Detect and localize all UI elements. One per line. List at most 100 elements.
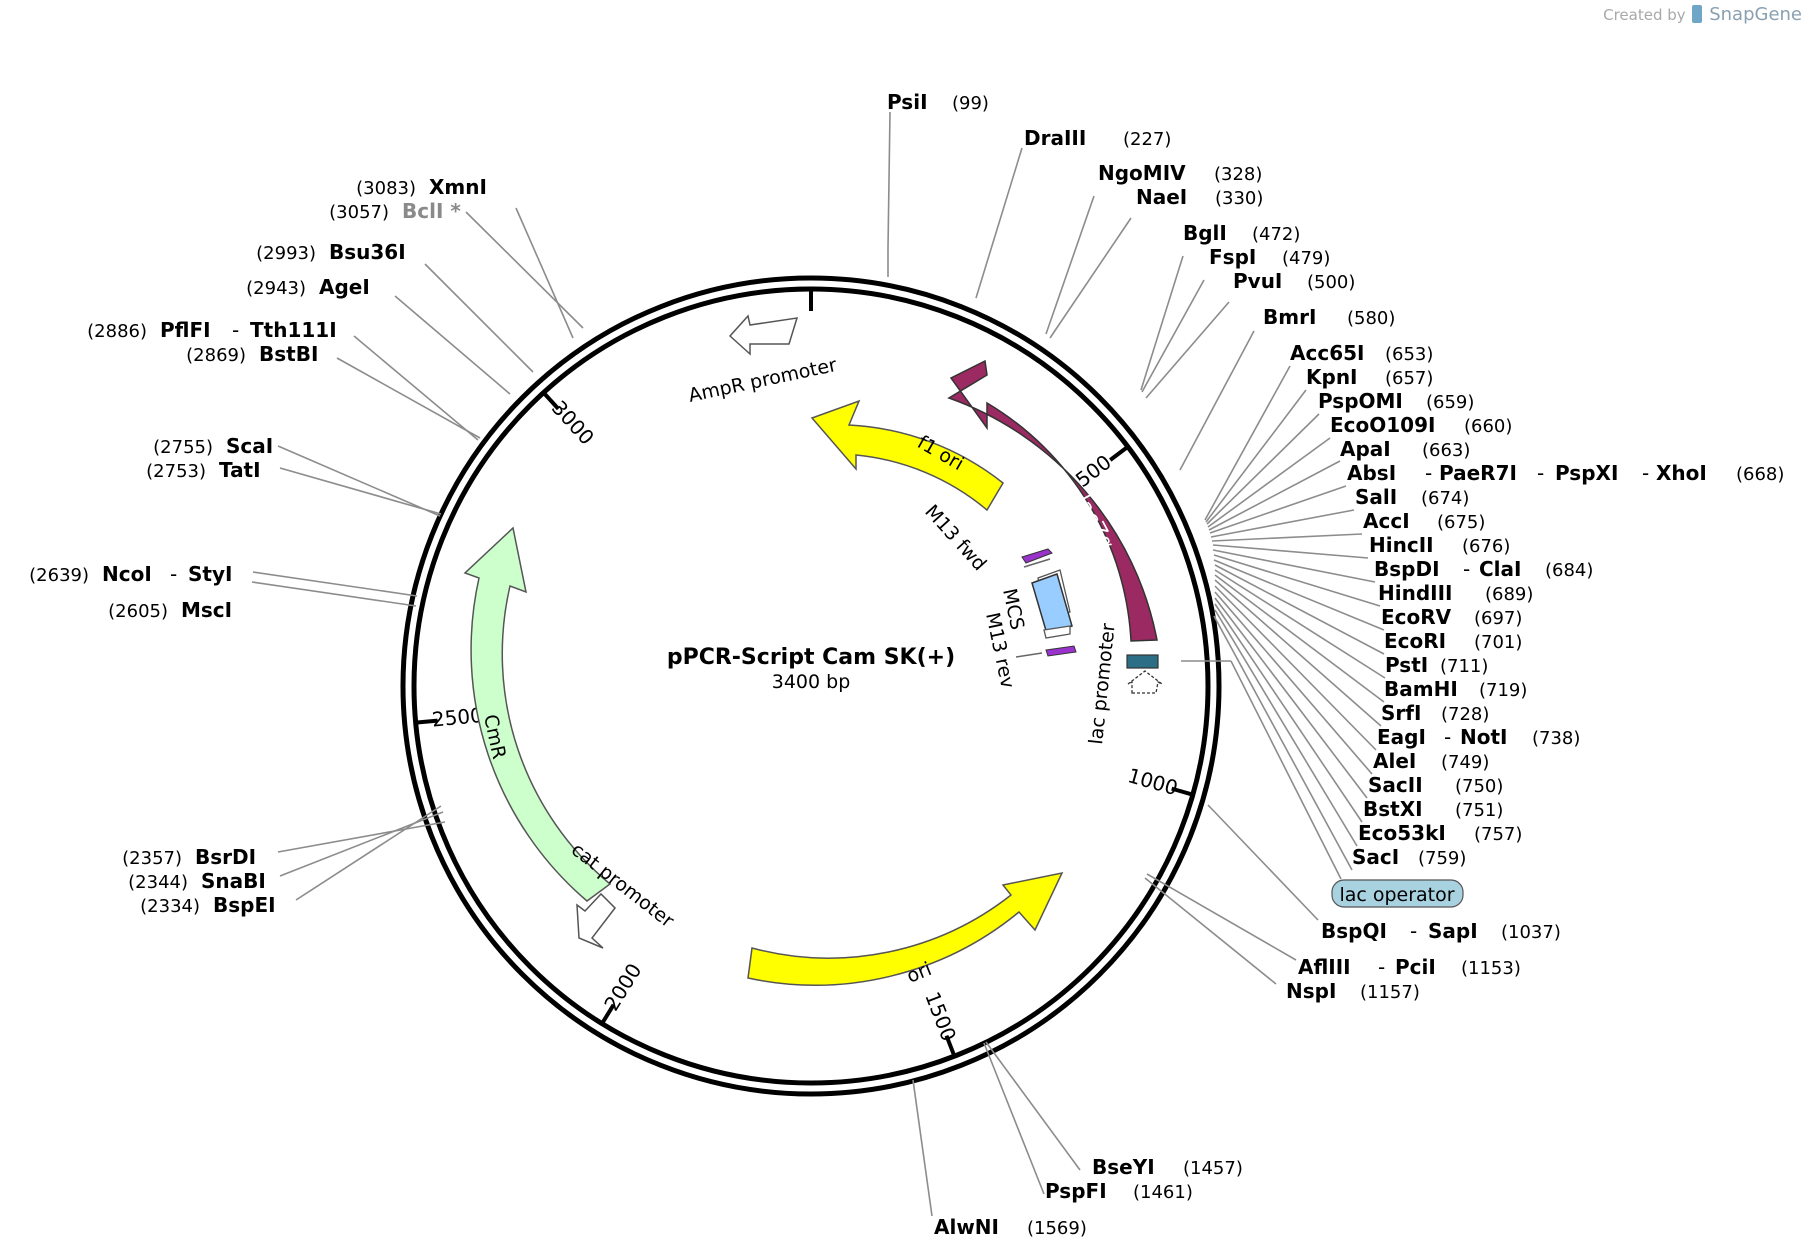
site-naei[interactable]: NaeI(330) — [1136, 185, 1263, 209]
site-bgli[interactable]: BglI(472) — [1183, 221, 1300, 245]
site-pflfi-group[interactable]: (2886) PflFI- Tth111I — [87, 318, 337, 342]
site-bsrdi[interactable]: (2357)BsrDI — [122, 845, 256, 869]
svg-text:(759): (759) — [1418, 848, 1466, 869]
svg-text:NgoMIV: NgoMIV — [1098, 161, 1186, 185]
feature-f1-ori[interactable] — [810, 399, 1004, 512]
site-ecori[interactable]: EcoRI(701) — [1384, 629, 1522, 653]
feature-m13-fwd[interactable] — [1021, 548, 1053, 568]
site-ngomiv[interactable]: NgoMIV (328) — [1098, 161, 1262, 185]
site-apai[interactable]: ApaI(663) — [1340, 437, 1470, 461]
site-msci[interactable]: (2605)MscI — [108, 598, 232, 622]
site-snabi[interactable]: (2344) SnaBI — [128, 869, 266, 893]
feature-m13-rev[interactable] — [1015, 645, 1077, 658]
svg-text:XmnI: XmnI — [429, 175, 487, 199]
site-bstbi[interactable]: (2869)BstBI — [186, 342, 318, 366]
svg-text:-: - — [1463, 557, 1470, 581]
site-draiii[interactable]: DraIII(227) — [1024, 126, 1171, 150]
svg-text:(328): (328) — [1214, 164, 1262, 185]
site-xmni[interactable]: (3083)XmnI — [356, 175, 487, 199]
svg-text:AleI: AleI — [1373, 749, 1416, 773]
svg-text:SapI: SapI — [1428, 919, 1478, 943]
site-agei[interactable]: (2943)AgeI — [246, 275, 370, 299]
svg-text:MscI: MscI — [181, 598, 232, 622]
svg-text:SnaBI: SnaBI — [201, 869, 266, 893]
svg-text:Acc65I: Acc65I — [1290, 341, 1364, 365]
feature-lac-operator[interactable]: lac operator — [1331, 879, 1464, 908]
svg-text:XhoI: XhoI — [1656, 461, 1707, 485]
feature-ampr-promoter[interactable] — [728, 314, 799, 356]
tick-mark-2500 — [415, 718, 438, 725]
svg-text:(668): (668) — [1736, 464, 1784, 485]
svg-text:-: - — [1444, 725, 1451, 749]
site-ecorv[interactable]: EcoRV (697) — [1381, 605, 1522, 629]
site-afliii-group[interactable]: AflIII- PciI(1153) — [1298, 955, 1521, 979]
svg-text:(697): (697) — [1474, 608, 1522, 629]
site-hincii[interactable]: HincII(676) — [1369, 533, 1510, 557]
svg-text:NaeI: NaeI — [1136, 185, 1187, 209]
svg-text:BglI: BglI — [1183, 221, 1227, 245]
site-pspomi[interactable]: PspOMI(659) — [1318, 389, 1474, 413]
svg-text:-: - — [232, 318, 239, 342]
site-tati[interactable]: (2753)TatI — [146, 458, 260, 482]
svg-text:(689): (689) — [1485, 584, 1533, 605]
site-acc65i[interactable]: Acc65I(653) — [1290, 341, 1433, 365]
site-alwni[interactable]: AlwNI(1569) — [934, 1215, 1087, 1239]
site-bseyi[interactable]: BseYI (1457) — [1092, 1155, 1243, 1179]
site-bsu36i[interactable]: (2993)Bsu36I — [256, 240, 406, 264]
site-fspi[interactable]: FspI(479) — [1209, 245, 1330, 269]
site-eco53ki[interactable]: Eco53kI(757) — [1358, 821, 1522, 845]
site-pspfi[interactable]: PspFI(1461) — [1045, 1179, 1193, 1203]
site-srfi[interactable]: SrfI(728) — [1381, 701, 1489, 725]
site-bspei[interactable]: (2334)BspEI — [140, 893, 275, 917]
site-eagi-group[interactable]: EagI- NotI(738) — [1377, 725, 1580, 749]
tick-mark-2000 — [600, 1003, 616, 1025]
site-bspdi-group[interactable]: BspDI- ClaI(684) — [1374, 557, 1593, 581]
site-ecoo109i[interactable]: EcoO109I(660) — [1330, 413, 1512, 437]
svg-text:EcoRV: EcoRV — [1381, 605, 1452, 629]
site-bcli[interactable]: (3057)BclI * — [329, 199, 461, 223]
tick-mark-1000 — [1171, 786, 1194, 797]
svg-text:PvuI: PvuI — [1233, 269, 1282, 293]
svg-text:(1457): (1457) — [1183, 1158, 1243, 1179]
plasmid-size: 3400 bp — [772, 671, 851, 693]
site-bamhi[interactable]: BamHI(719) — [1384, 677, 1527, 701]
svg-text:BseYI: BseYI — [1092, 1155, 1155, 1179]
feature-lac-promoter[interactable] — [1126, 654, 1163, 694]
site-psii[interactable]: PsiI(99) — [887, 90, 989, 114]
svg-text:(580): (580) — [1347, 308, 1395, 329]
feature-cat-promoter[interactable] — [576, 892, 616, 949]
site-alei[interactable]: AleI (749) — [1373, 749, 1489, 773]
site-bmri[interactable]: BmrI(580) — [1263, 305, 1395, 329]
svg-text:FspI: FspI — [1209, 245, 1256, 269]
site-psti[interactable]: PstI(711) — [1385, 653, 1488, 677]
site-pvui[interactable]: PvuI(500) — [1233, 269, 1355, 293]
feature-lacz[interactable] — [947, 359, 1158, 642]
svg-text:SalI: SalI — [1355, 485, 1397, 509]
snapgene-credit: Created by SnapGene — [1603, 4, 1802, 25]
svg-text:(2344): (2344) — [128, 872, 188, 893]
site-hindiii[interactable]: HindIII(689) — [1378, 581, 1533, 605]
feature-mcs[interactable] — [1031, 569, 1073, 639]
site-labels: PsiI(99) DraIII(227) NgoMIV (328) NaeI(33… — [29, 90, 1784, 1239]
tick-mark-3000 — [542, 391, 560, 411]
svg-text:EcoO109I: EcoO109I — [1330, 413, 1435, 437]
site-absi-group[interactable]: AbsI- PaeR7I- PspXI- XhoI(668) — [1347, 461, 1784, 485]
site-sacii[interactable]: SacII(750) — [1368, 773, 1503, 797]
site-acci[interactable]: AccI(675) — [1363, 509, 1485, 533]
feature-ori[interactable] — [747, 871, 1064, 986]
svg-text:(2886): (2886) — [87, 321, 147, 342]
site-sali[interactable]: SalI(674) — [1355, 485, 1469, 509]
site-scai[interactable]: (2755)ScaI — [153, 434, 273, 458]
svg-text:-: - — [170, 562, 177, 586]
svg-text:-: - — [1425, 461, 1432, 485]
site-bstxi[interactable]: BstXI(751) — [1363, 797, 1503, 821]
site-kpni[interactable]: KpnI(657) — [1306, 365, 1433, 389]
site-nspi[interactable]: NspI(1157) — [1286, 979, 1420, 1003]
site-saci[interactable]: SacI(759) — [1352, 845, 1466, 869]
feature-cmr[interactable] — [463, 526, 612, 902]
site-ncoi-group[interactable]: (2639) NcoI- StyI — [29, 562, 232, 586]
svg-text:(2334): (2334) — [140, 896, 200, 917]
svg-text:(749): (749) — [1441, 752, 1489, 773]
site-bspqi-group[interactable]: BspQI- SapI(1037) — [1321, 919, 1561, 943]
svg-text:(1037): (1037) — [1501, 922, 1561, 943]
